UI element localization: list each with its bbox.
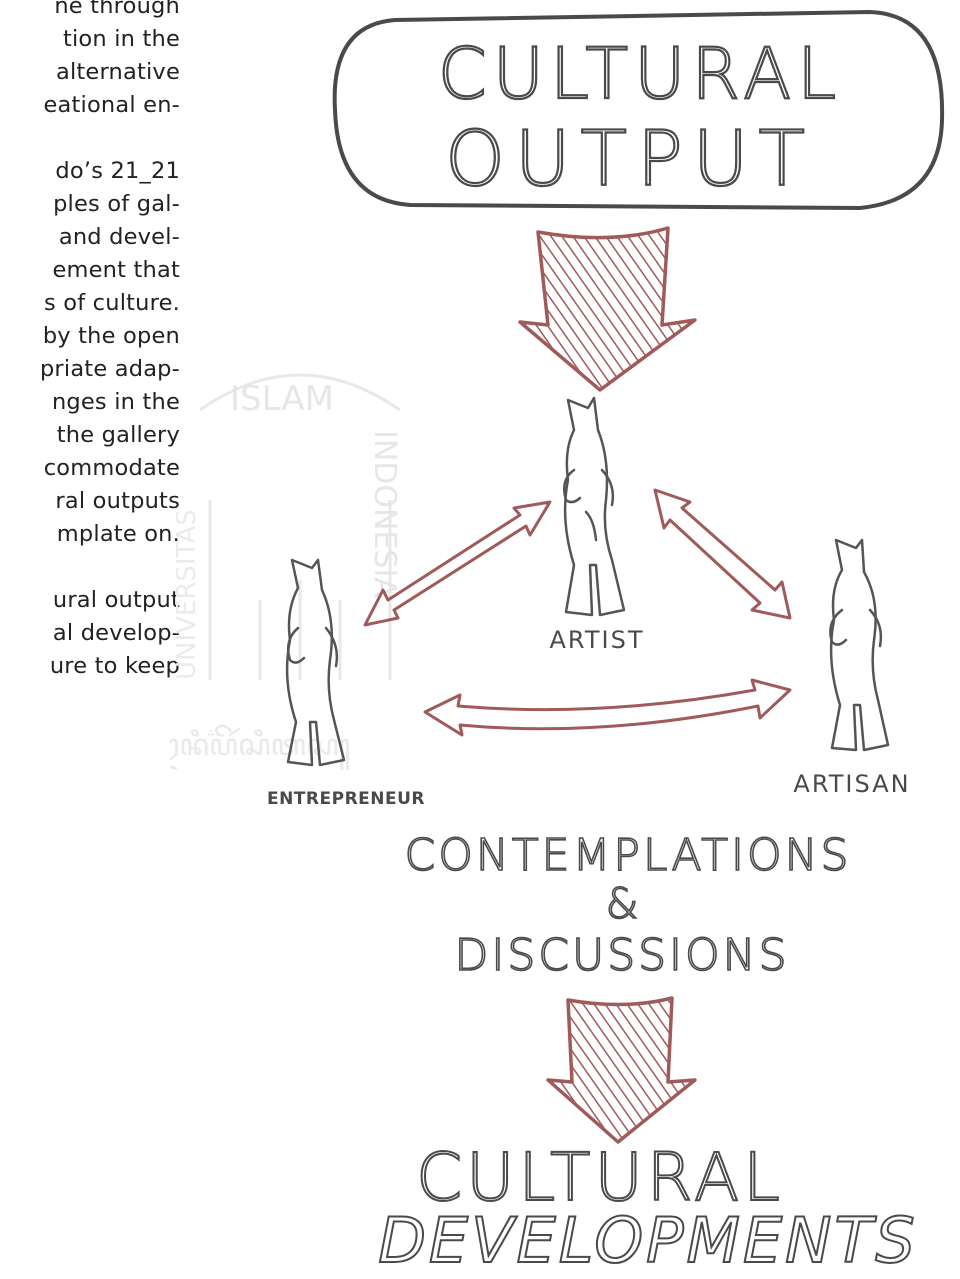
- double-arrow-artist-artisan: [655, 490, 790, 618]
- artisan-figure: [830, 540, 888, 750]
- double-arrow-entrepreneur-artist: [365, 502, 550, 625]
- mid-label-2: &: [606, 879, 639, 928]
- bottom-label-2: DEVELOPMENTS: [378, 1204, 918, 1277]
- artist-figure: [564, 398, 624, 615]
- mid-label-3: DISCUSSIONS: [454, 930, 789, 981]
- entrepreneur-label: ENTREPRENEUR: [267, 789, 425, 809]
- top-label-1: CULTURAL: [438, 33, 842, 115]
- down-arrow-bottom: [548, 998, 695, 1142]
- artisan-label: ARTISAN: [793, 770, 910, 798]
- top-label-2: OUTPUT: [445, 114, 815, 203]
- mid-label-1: CONTEMPLATIONS: [405, 830, 852, 881]
- double-arrow-entrepreneur-artisan: [425, 680, 790, 735]
- entrepreneur-figure: [287, 560, 344, 765]
- down-arrow-top: [520, 228, 695, 390]
- artist-label: ARTIST: [550, 626, 645, 654]
